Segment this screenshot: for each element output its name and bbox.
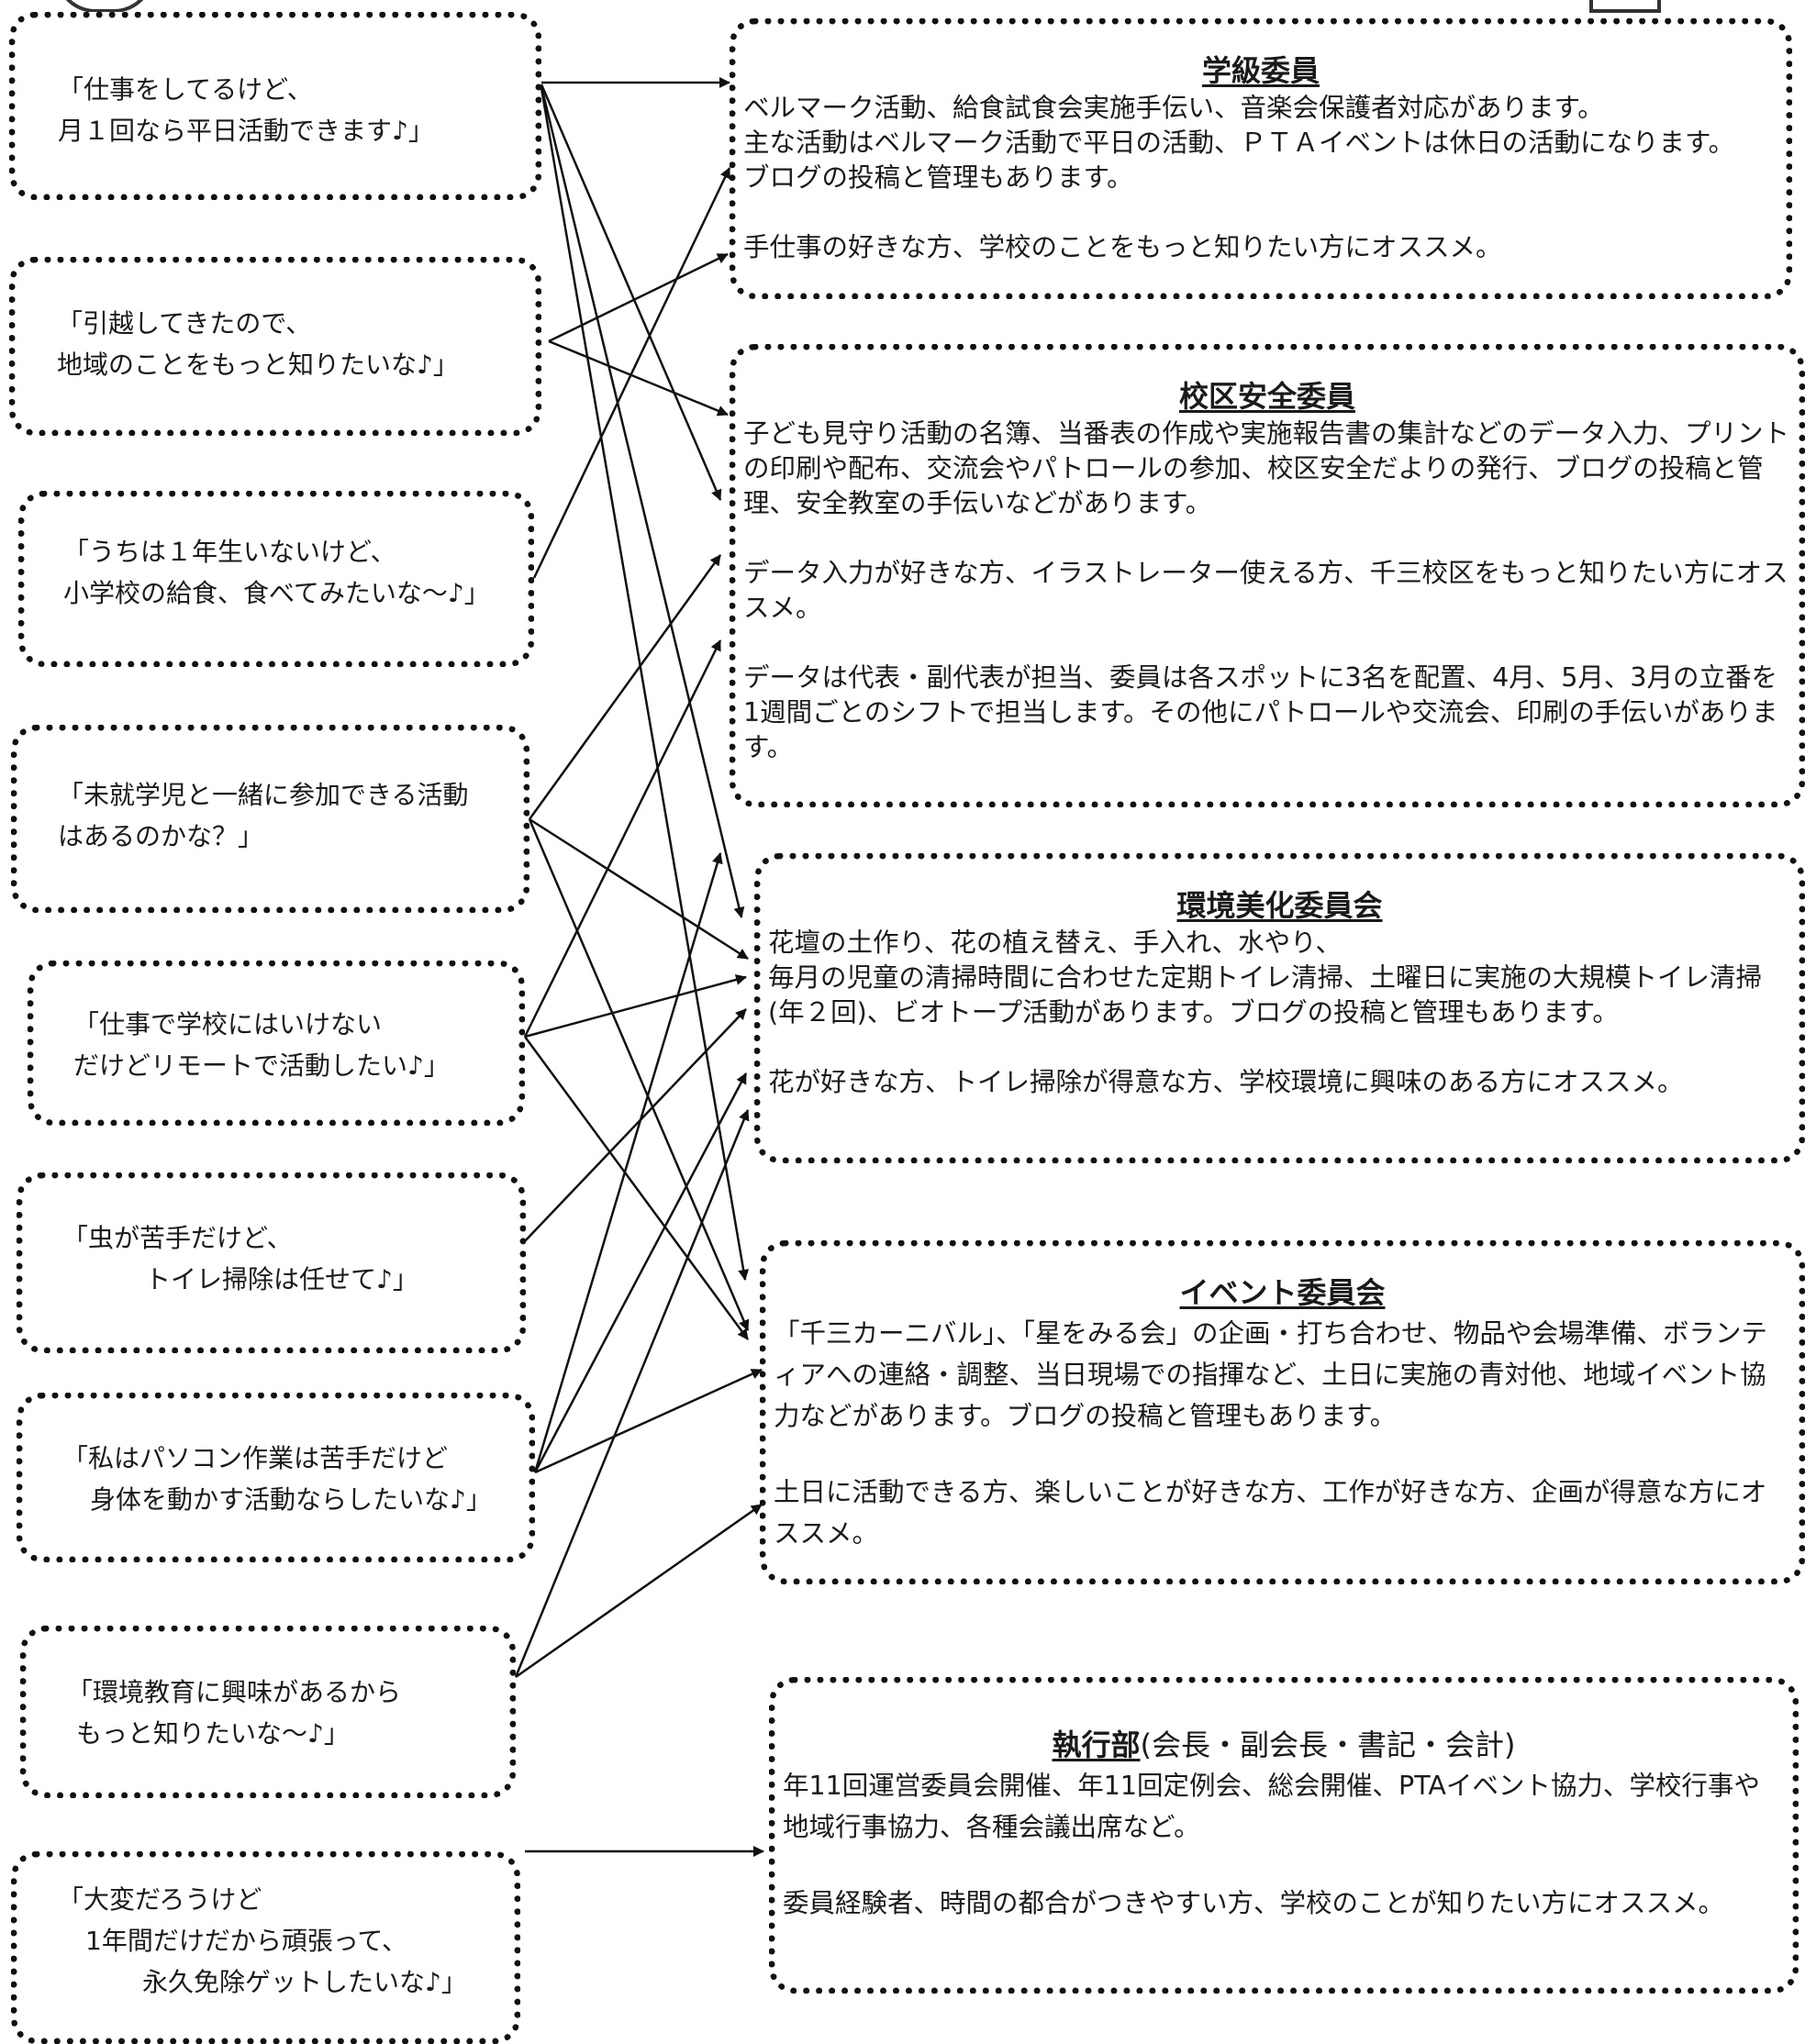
bubble-toilet-cleaning: 「虫が苦手だけど、 トイレ掃除は任せて♪」	[17, 1172, 526, 1353]
arrow	[515, 1503, 763, 1679]
bubble-school-lunch: 「うちは１年生いないけど、 小学校の給食、食べてみたいな～♪」	[18, 491, 534, 667]
bubble-line: 永久免除ゲットしたいな♪」	[142, 1967, 467, 1997]
committee-recommendation: 土日に活動できる方、楽しいことが好きな方、工作が好きな方、企画が得意な方にオスス…	[774, 1477, 1767, 1549]
arrow	[533, 1072, 748, 1473]
committee-title: 環境美化委員会	[1176, 888, 1383, 923]
bubble-line: だけどリモートで活動したい♪」	[73, 1050, 450, 1081]
bubble-line: 地域のことをもっと知りたいな♪」	[57, 350, 459, 380]
bubble-line: トイレ掃除は任せて♪」	[145, 1264, 418, 1294]
committee-note: データは代表・副代表が担当、委員は各スポットに3名を配置、4月、5月、3月の立番…	[743, 662, 1778, 762]
committee-school-district-safety: 校区安全委員 子ども見守り活動の名簿、当番表の作成や実施報告書の集計などのデータ…	[730, 344, 1805, 807]
bubble-line: 「環境教育に興味があるから	[67, 1677, 402, 1707]
committee-events: イベント委員会 「千三カーニバル」、「星をみる会」の企画・打ち合わせ、物品や会場…	[760, 1240, 1805, 1584]
committee-title: イベント委員会	[1179, 1275, 1386, 1310]
bubble-weekday-monthly: 「仕事をしてるけど、 月１回なら平日活動できます♪」	[9, 12, 541, 200]
bubble-line: 「うちは１年生いないけど、	[63, 537, 396, 567]
bubble-line: 身体を動かす活動ならしたいな♪」	[90, 1484, 492, 1515]
bubble-line: 小学校の給食、食べてみたいな～♪」	[63, 578, 490, 608]
committee-class-representatives: 学級委員 ベルマーク活動、給食試食会実施手伝い、音楽会保護者対応があります。 主…	[730, 18, 1792, 299]
bubble-line: もっと知りたいな～♪」	[76, 1718, 350, 1749]
arrow	[548, 252, 729, 343]
bubble-with-preschooler: 「未就学児と一緒に参加できる活動 はあるのかな？」	[11, 725, 529, 913]
arrow	[532, 167, 731, 579]
arrow	[514, 1109, 750, 1678]
bubble-line: 「虫が苦手だけど、	[62, 1223, 293, 1253]
arrow	[523, 1036, 750, 1340]
arrow	[540, 85, 745, 918]
illustration-fragment-right	[1589, 0, 1661, 13]
bubble-new-to-area: 「引越してきたので、 地域のことをもっと知りたいな♪」	[9, 257, 541, 436]
bubble-environmental-education: 「環境教育に興味があるから もっと知りたいな～♪」	[20, 1626, 516, 1798]
arrow	[523, 639, 722, 1038]
committee-title: 校区安全委員	[1178, 379, 1355, 414]
committee-recommendation: 委員経験者、時間の都合がつきやすい方、学校のことが知りたい方にオススメ。	[783, 1888, 1725, 1918]
bubble-line: はあるのかな？」	[58, 821, 264, 851]
committee-environment-beautification: 環境美化委員会 花壇の土作り、花の植え替え、手入れ、水やり、 毎月の児童の清掃時…	[754, 853, 1805, 1163]
arrow	[522, 1008, 747, 1244]
arrow	[528, 554, 722, 820]
bubble-remote-activity: 「仕事で学校にはいけない だけどリモートで活動したい♪」	[28, 961, 525, 1126]
committee-description: 子ども見守り活動の名簿、当番表の作成や実施報告書の集計などのデータ入力、プリント…	[743, 418, 1790, 518]
committee-recommendation: 花が好きな方、トイレ掃除が得意な方、学校環境に興味のある方にオススメ。	[768, 1067, 1684, 1097]
bubble-physical-activity: 「私はパソコン作業は苦手だけど 身体を動かす活動ならしたいな♪」	[17, 1393, 535, 1562]
committee-executive-board: 執行部(会長・副会長・書記・会計) 年11回運営委員会開催、年11回定例会、総会…	[769, 1677, 1799, 1994]
arrow	[548, 339, 729, 417]
bubble-line: 「私はパソコン作業は苦手だけど	[62, 1443, 449, 1473]
arrow	[529, 817, 749, 961]
bubble-line: 1年間だけだから頑張って、	[85, 1926, 408, 1956]
committee-recommendation: 手仕事の好きな方、学校のことをもっと知りたい方にオススメ。	[743, 232, 1502, 262]
arrow	[534, 1368, 763, 1474]
bubble-line: 「引越してきたので、	[57, 308, 312, 339]
bubble-line: 「大変だろうけど	[58, 1884, 262, 1915]
bubble-line: 「仕事で学校にはいけない	[73, 1009, 383, 1039]
bubble-line: 「未就学児と一緒に参加できる活動	[58, 780, 469, 810]
committee-recommendation: データ入力が好きな方、イラストレーター使える方、千三校区をもっと知りたい方にオス…	[743, 558, 1788, 623]
arrow	[533, 852, 723, 1473]
committee-title: 執行部(会長・副会長・書記・会計)	[1052, 1727, 1516, 1762]
committee-description: 花壇の土作り、花の植え替え、手入れ、水やり、 毎月の児童の清掃時間に合わせた定期…	[768, 928, 1763, 1028]
bubble-line: 月１回なら平日活動できます♪」	[58, 116, 434, 146]
committee-description: ベルマーク活動、給食試食会実施手伝い、音楽会保護者対応があります。 主な活動はベ…	[743, 93, 1735, 193]
bubble-line: 「仕事をしてるけど、	[58, 74, 313, 105]
committee-title: 学級委員	[1201, 53, 1320, 88]
committee-description: 年11回運営委員会開催、年11回定例会、総会開催、PTAイベント協力、学校行事や…	[783, 1771, 1760, 1842]
arrow	[540, 83, 722, 501]
arrow	[528, 818, 750, 1331]
committee-description: 「千三カーニバル」、「星をみる会」の企画・打ち合わせ、物品や会場準備、ボランティ…	[774, 1318, 1768, 1431]
arrow	[540, 87, 750, 1281]
arrow	[524, 974, 747, 1039]
